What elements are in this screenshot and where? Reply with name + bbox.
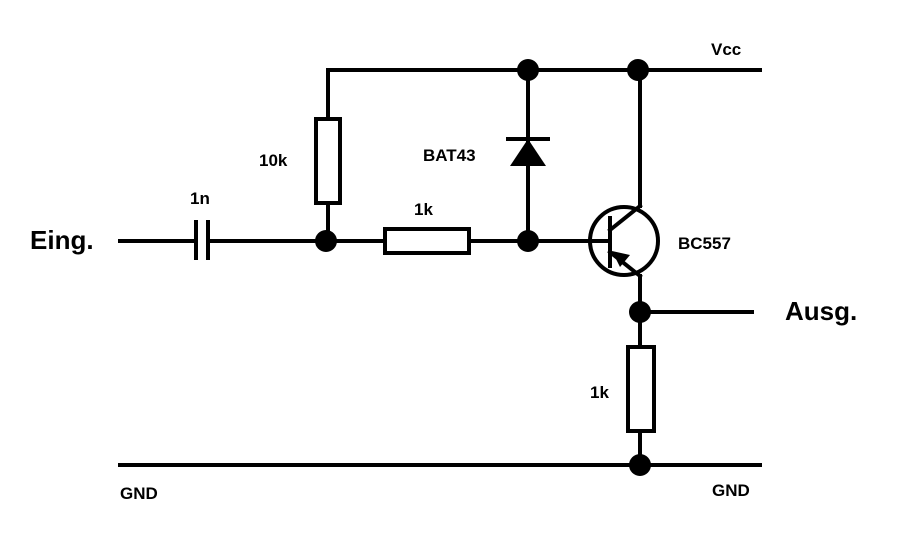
resistor-series-label: 1k [414, 200, 433, 219]
resistor-1k-emitter [626, 345, 656, 433]
resistor-emitter-label: 1k [590, 383, 609, 402]
capacitor-label: 1n [190, 189, 210, 208]
junction-dot [517, 230, 539, 252]
junction-dot [517, 59, 539, 81]
transistor-bc557 [588, 203, 660, 279]
junction-dot [627, 59, 649, 81]
vcc-label: Vcc [711, 40, 741, 59]
transistor-label: BC557 [678, 234, 731, 253]
gnd-left-label: GND [120, 484, 158, 503]
resistor-1k-series [383, 227, 471, 255]
input-label: Eing. [30, 225, 94, 255]
gnd-right-label: GND [712, 481, 750, 500]
output-label: Ausg. [785, 296, 857, 326]
junction-dot [629, 301, 651, 323]
junction-dot [315, 230, 337, 252]
diode-label: BAT43 [423, 146, 476, 165]
resistor-pullup-label: 10k [259, 151, 288, 170]
resistor-10k [314, 117, 342, 205]
junction-dot [629, 454, 651, 476]
diode-bat43 [506, 137, 550, 166]
